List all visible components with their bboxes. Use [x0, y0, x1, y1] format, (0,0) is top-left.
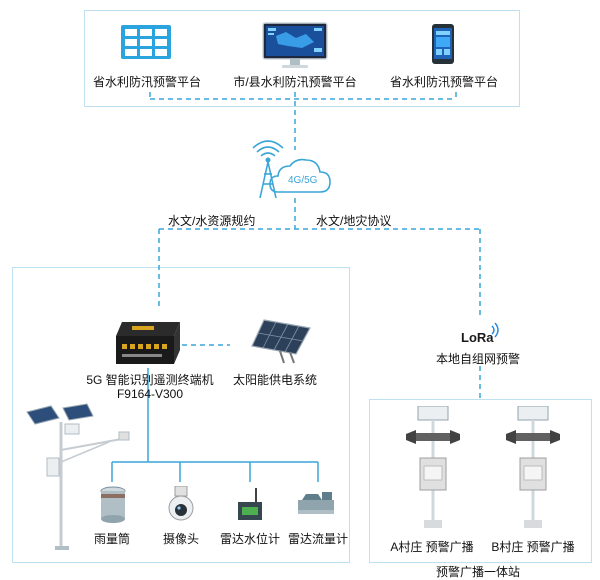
telemetry-terminal-label-line1: 5G 智能识别遥测终端机	[86, 373, 214, 387]
right-protocol-label: 水文/地灾协议	[316, 214, 392, 228]
sensor-label-radar-flow: 雷达流量计	[287, 532, 349, 546]
sensor-label-camera: 摄像头	[162, 532, 200, 546]
province-platform-left-icon	[121, 25, 171, 64]
solar-panel-icon	[250, 318, 312, 369]
province-platform-right-label: 省水利防汛预警平台	[389, 75, 499, 89]
solar-system-label: 太阳能供电系统	[233, 373, 318, 387]
lora-logo-text: LoRa	[461, 330, 494, 345]
province-platform-right-phone-icon	[432, 24, 454, 69]
telemetry-terminal-label-line2: F9164-V300	[116, 387, 184, 401]
province-platform-left-label: 省水利防汛预警平台	[92, 75, 202, 89]
radar-flow-meter-icon	[296, 490, 336, 523]
city-county-platform-monitor-icon	[262, 22, 328, 75]
broadcast-station-b-label: B村庄 预警广播	[491, 540, 575, 554]
broadcast-station-panel	[369, 399, 592, 563]
broadcast-station-title: 预警广播一体站	[435, 565, 521, 579]
broadcast-station-a-icon	[402, 405, 464, 535]
cellular-tower-cloud-icon	[248, 140, 342, 209]
broadcast-station-a-label: A村庄 预警广播	[390, 540, 474, 554]
camera-icon	[166, 485, 196, 527]
rain-gauge-icon	[98, 486, 128, 529]
network-badge-label: 4G/5G	[288, 175, 318, 186]
city-county-platform-label: 市/县水利防汛预警平台	[233, 75, 357, 89]
broadcast-station-b-icon	[502, 405, 564, 535]
radar-water-level-icon	[234, 488, 266, 527]
lora-network-label: 本地自组网预警	[435, 352, 521, 366]
monitoring-mast-icon	[25, 402, 135, 557]
left-protocol-label: 水文/水资源规约	[168, 214, 256, 228]
sensor-label-rain-gauge: 雨量筒	[93, 532, 131, 546]
lora-logo-icon	[458, 322, 500, 349]
telemetry-terminal-icon	[112, 318, 184, 373]
sensor-label-radar-water-level: 雷达水位计	[219, 532, 281, 546]
